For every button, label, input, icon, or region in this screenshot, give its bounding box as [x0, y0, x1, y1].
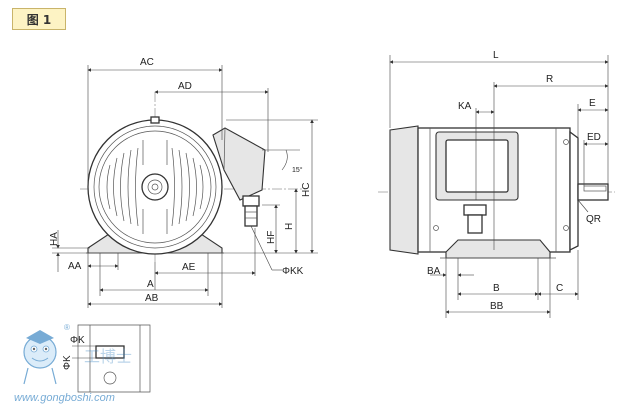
foot-detail: ΦK ΦK — [62, 324, 151, 393]
watermark-reg-mark: ® — [64, 323, 70, 332]
watermark-cn-text: 工博士 — [84, 347, 132, 366]
front-view: 15° AC AD HC H HF HA AA — [49, 57, 318, 308]
dim-h-label: H — [284, 223, 295, 230]
dim-hf-label: HF — [266, 231, 277, 244]
dim-ae-label: AE — [182, 262, 196, 273]
dim-hc-label: HC — [301, 183, 312, 197]
side-view: L R KA E ED QR BA B C — [378, 50, 615, 318]
dim-a-label: A — [147, 279, 154, 290]
fan-cover — [389, 125, 419, 255]
motor-feet-side — [445, 239, 551, 259]
dim-ba-label: BA — [427, 266, 441, 277]
dim-ac-label: AC — [140, 57, 154, 68]
dim-ed-label: ED — [587, 132, 601, 143]
detail-phi-k-label: ΦK — [70, 335, 85, 346]
dim-ad-label: AD — [178, 81, 192, 92]
dim-l-label: L — [493, 50, 499, 61]
angle-label: 15° — [292, 166, 303, 174]
dim-ka-label: KA — [458, 101, 472, 112]
dim-aa-label: AA — [68, 261, 82, 272]
dim-bb-label: BB — [490, 301, 504, 312]
watermark: ® 工博士 www.gongboshi.com — [14, 323, 132, 404]
dim-e-label: E — [589, 98, 596, 109]
dim-kk-label: ΦKK — [282, 266, 304, 277]
dim-qr-label: QR — [586, 214, 601, 225]
dim-b-label: B — [493, 283, 500, 294]
dim-ha-label: HA — [49, 232, 60, 246]
shaft — [577, 183, 609, 201]
watermark-url: www.gongboshi.com — [14, 392, 115, 404]
shaft-hub — [141, 173, 169, 201]
dim-c-label: C — [556, 283, 563, 294]
dim-ab-label: AB — [145, 293, 159, 304]
figure-label: 图 1 — [12, 8, 66, 30]
dim-r-label: R — [546, 74, 553, 85]
detail-phi-k-rotated-label: ΦK — [62, 355, 73, 370]
